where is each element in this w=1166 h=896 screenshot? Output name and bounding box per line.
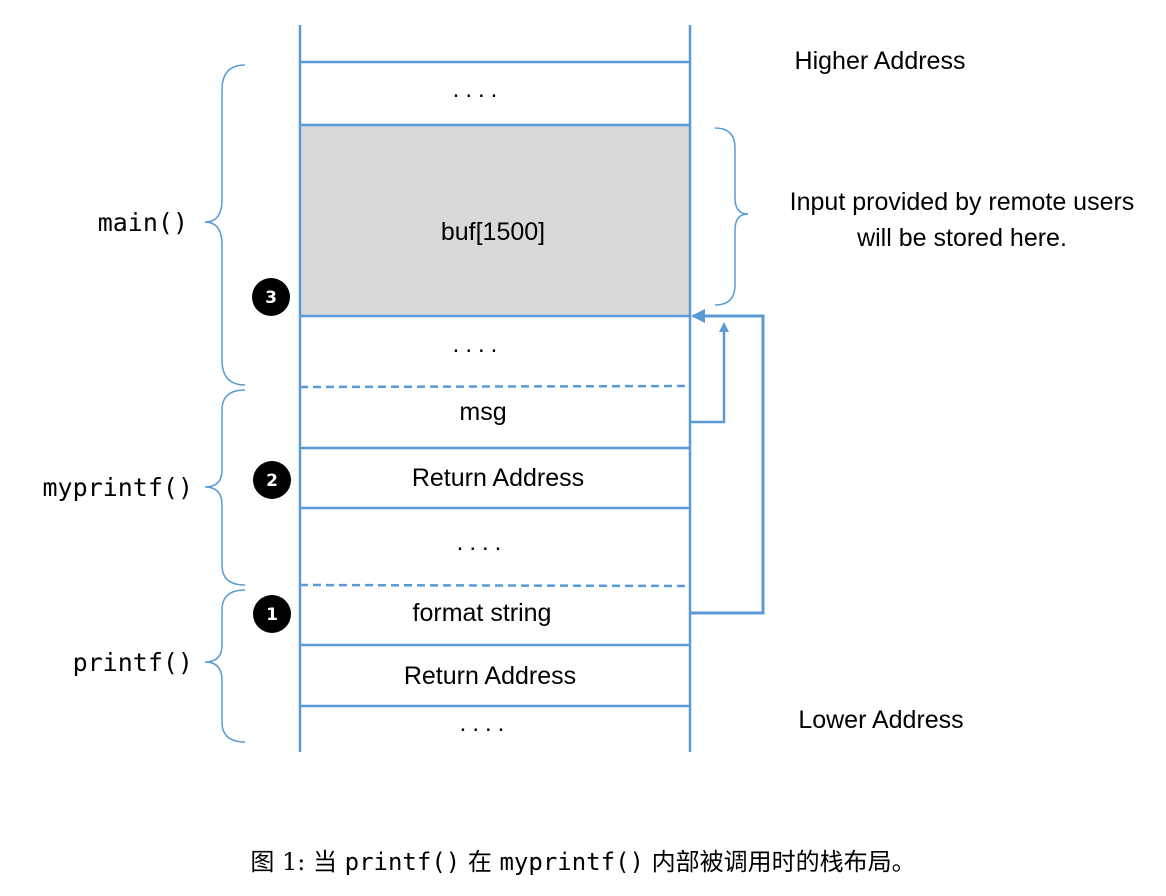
msg-pointer-arrow [690,322,729,424]
top-dots: .... [453,76,504,103]
format-string-label: format string [413,599,552,627]
svg-text:2: 2 [266,471,278,491]
frame-boundary-dashed [299,384,691,389]
svg-text:3: 3 [265,288,277,308]
main-frame-label: main() [98,208,188,237]
printf-frame-brace [204,589,246,743]
caption-func-myprintf: myprintf() [499,848,644,876]
buffer-brace [714,127,749,306]
myprintf-return-address: Return Address [412,464,584,492]
caption-func-printf: printf() [344,848,461,876]
caption-suffix: 内部被调用时的栈布局。 [643,848,916,876]
printf-return-address: Return Address [404,662,576,690]
myprintf-frame-brace [204,389,246,586]
lower-address-label: Lower Address [798,706,963,734]
badge-3: 3 [252,278,290,316]
frame-boundary-dashed [299,583,691,588]
svg-text:1: 1 [266,605,278,625]
input-note-line1: Input provided by remote users [790,188,1135,216]
badge-2: 2 [253,461,291,499]
badge-1: 1 [253,595,291,633]
bottom-dots: .... [460,710,511,737]
buffer-label: buf[1500] [441,218,545,246]
buffer-cell [300,125,690,316]
caption-mid: 在 [460,848,500,876]
input-note-line2: will be stored here. [856,224,1067,252]
format-string-pointer-arrow [690,309,765,615]
main-frame-brace [204,64,246,386]
myprintf-dots: .... [457,529,508,556]
myprintf-frame-label: myprintf() [42,473,193,502]
caption-prefix: 图 1: 当 [250,848,345,876]
figure-caption: 图 1: 当 printf() 在 myprintf() 内部被调用时的栈布局。 [0,842,1166,877]
msg-label: msg [459,398,506,426]
printf-frame-label: printf() [73,648,193,677]
higher-address-label: Higher Address [795,47,966,75]
main-dots: .... [453,331,504,358]
